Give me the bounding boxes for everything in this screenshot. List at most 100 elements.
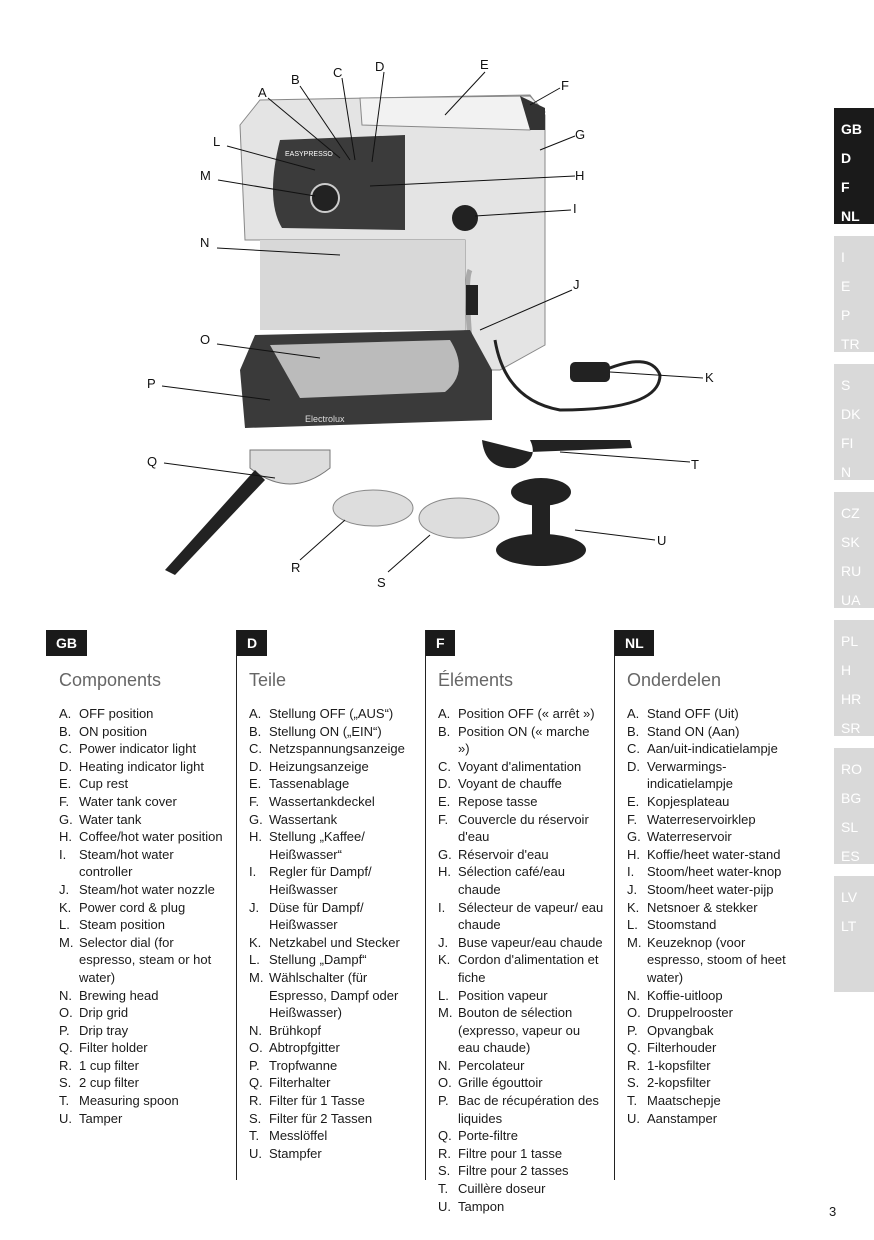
label-s: S	[377, 575, 386, 590]
list-item: H.Sélection café/eau chaude	[438, 863, 604, 898]
item-letter: H.	[627, 846, 640, 862]
list-item: S.2-kopsfilter	[627, 1074, 793, 1092]
item-text: Repose tasse	[458, 793, 538, 809]
list-item: A.Position OFF (« arrêt »)	[438, 705, 604, 723]
list-item: P.Drip tray	[59, 1022, 224, 1040]
item-letter: S.	[627, 1075, 640, 1091]
item-text: Koffie/heet water-stand	[647, 846, 781, 862]
list-item: E. Repose tasse	[438, 793, 604, 811]
item-letter: Q.	[438, 1128, 452, 1144]
item-letter: M.	[627, 934, 642, 950]
item-letter: F.	[249, 793, 260, 809]
item-letter: U.	[59, 1110, 72, 1126]
list-item: R.1-kopsfilter	[627, 1057, 793, 1075]
language-code: BG	[841, 790, 862, 806]
list-item: S.2 cup filter	[59, 1074, 224, 1092]
item-text: Cuillère doseur	[458, 1181, 546, 1197]
list-item: M.Selector dial (for espresso, steam or …	[59, 934, 224, 987]
item-letter: G.	[59, 811, 73, 827]
item-letter: C.	[59, 741, 72, 757]
item-text: Power indicator light	[79, 741, 197, 757]
list-item: J.Buse vapeur/eau chaude	[438, 934, 604, 952]
item-letter: D.	[627, 758, 640, 774]
item-text: Stellung ON („EIN“)	[269, 723, 382, 739]
language-code: CZ	[841, 505, 860, 521]
item-text: Messlöffel	[269, 1128, 328, 1144]
item-text: Position ON (« marche »)	[458, 723, 590, 757]
language-code: GB	[841, 121, 862, 137]
item-text: Brühkopf	[269, 1022, 322, 1038]
item-letter: S.	[249, 1110, 262, 1126]
item-letter: T.	[249, 1128, 260, 1144]
language-code: DK	[841, 406, 861, 422]
item-letter: B.	[59, 723, 72, 739]
item-letter: E.	[438, 793, 451, 809]
list-item: N.Koffie-uitloop	[627, 987, 793, 1005]
list-item: H. Koffie/heet water-stand	[627, 846, 793, 864]
item-text: OFF position	[79, 706, 154, 721]
list-item: I.Steam/hot water controller	[59, 846, 224, 881]
item-letter: C.	[249, 741, 262, 757]
language-code: D	[841, 150, 852, 166]
item-letter: P.	[627, 1022, 638, 1038]
item-text: Voyant d'alimentation	[458, 758, 582, 774]
item-text: Measuring spoon	[79, 1093, 179, 1109]
list-item: U.Stampfer	[249, 1145, 415, 1163]
list-item: O.Abtropfgitter	[249, 1039, 415, 1057]
item-letter: A.	[59, 706, 72, 721]
item-text: Netsnoer & stekker	[647, 899, 758, 915]
language-code: SK	[841, 534, 860, 550]
item-letter: R.	[249, 1093, 262, 1109]
list-item: H.Coffee/hot water position	[59, 828, 224, 846]
list-item: I.Stoom/heet water-knop	[627, 863, 793, 881]
item-letter: P.	[438, 1093, 449, 1109]
item-text: 1-kopsfilter	[647, 1057, 711, 1073]
language-tab: NL	[615, 630, 654, 656]
label-h: H	[575, 168, 584, 183]
list-item: A.Stellung OFF („AUS“)	[249, 705, 415, 723]
item-text: Wählschalter (für Espresso, Dampf oder H…	[269, 969, 399, 1021]
list-item: G.Waterreservoir	[627, 828, 793, 846]
language-code: SL	[841, 819, 859, 835]
item-text: Keuzeknop (voor espresso, stoom of heet …	[647, 934, 786, 985]
item-letter: P.	[249, 1057, 260, 1073]
item-text: Percolateur	[458, 1057, 525, 1073]
item-letter: D.	[59, 758, 72, 774]
item-letter: K.	[627, 899, 640, 915]
item-letter: E.	[249, 776, 262, 792]
item-text: Filterhouder	[647, 1040, 717, 1056]
item-text: Couvercle du réservoir d'eau	[458, 811, 589, 845]
item-text: Stellung OFF („AUS“)	[269, 706, 394, 721]
list-item: S.Filter für 2 Tassen	[249, 1110, 415, 1128]
item-letter: B.	[249, 723, 262, 739]
label-n: N	[200, 235, 209, 250]
item-letter: N.	[438, 1057, 451, 1073]
language-code: F	[841, 179, 850, 195]
item-text: Netzspannungsanzeige	[269, 741, 405, 757]
list-item: U.Aanstamper	[627, 1110, 793, 1128]
item-text: Position OFF (« arrêt »)	[458, 706, 595, 721]
item-text: Stand OFF (Uit)	[647, 706, 739, 721]
item-text: Netzkabel und Stecker	[269, 934, 400, 950]
list-item: B.Stand ON (Aan)	[627, 723, 793, 741]
item-letter: T.	[59, 1093, 70, 1109]
item-text: 1 cup filter	[79, 1057, 139, 1073]
list-item: S.Filtre pour 2 tasses	[438, 1162, 604, 1180]
item-text: Bac de récupération des liquides	[458, 1093, 599, 1126]
list-item: T.Maatschepje	[627, 1092, 793, 1110]
item-text: ON position	[79, 723, 147, 739]
item-letter: K.	[59, 899, 72, 915]
label-d: D	[375, 59, 384, 74]
item-text: Stand ON (Aan)	[647, 723, 740, 739]
list-item: D.Verwarmings- indicatielampje	[627, 758, 793, 793]
language-code: RU	[841, 563, 862, 579]
label-t: T	[691, 457, 699, 472]
section-heading: Teile	[249, 670, 287, 690]
item-letter: L.	[59, 917, 70, 933]
list-item: T. Messlöffel	[249, 1127, 415, 1145]
item-text: Water tank cover	[79, 793, 177, 809]
